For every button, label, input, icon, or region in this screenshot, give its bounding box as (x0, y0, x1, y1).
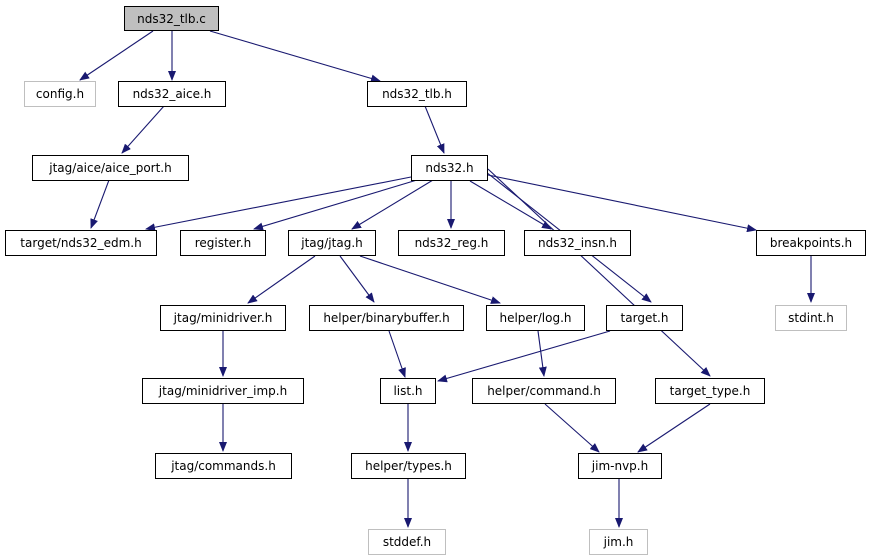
node-nds32-h[interactable]: nds32.h (411, 155, 488, 181)
edge-nds32-tlb-c-to-nds32-tlb-h (209, 30, 381, 83)
edge-jtag-h-to-minidriver-h (247, 255, 316, 304)
edge-binarybuffer-h-to-list-h (388, 330, 406, 378)
node-target-h[interactable]: target.h (606, 305, 683, 331)
node-stddef-h: stddef.h (368, 529, 446, 555)
node-jtag-commands-h[interactable]: jtag/commands.h (155, 453, 292, 479)
edge-nds32-h-to-nds32-insn-h (469, 180, 552, 230)
node-helper-types-h[interactable]: helper/types.h (351, 453, 466, 479)
edge-nds32-tlb-c-to-config-h (79, 30, 154, 81)
node-target-type-h[interactable]: target_type.h (655, 378, 765, 404)
node-config-h: config.h (24, 81, 96, 107)
node-nds32-tlb-c: nds32_tlb.c (124, 6, 219, 31)
node-nds32-tlb-h[interactable]: nds32_tlb.h (367, 81, 467, 107)
edge-nds32-h-to-target-type-h (487, 168, 711, 377)
edge-nds32-h-to-register-h (253, 179, 418, 231)
node-stdint-h: stdint.h (775, 305, 847, 331)
node-target-nds32-edm-h[interactable]: target/nds32_edm.h (5, 230, 157, 256)
edge-aice-port-h-to-nds32-edm-h (90, 179, 110, 229)
edge-log-h-to-command-h (537, 330, 547, 377)
edge-command-h-to-jim-nvp-h (544, 403, 600, 453)
edge-nds32-aice-h-to-aice-port-h (121, 105, 165, 154)
node-list-h[interactable]: list.h (380, 378, 436, 404)
node-nds32-insn-h[interactable]: nds32_insn.h (524, 230, 631, 256)
node-jtag-minidriver-imp-h[interactable]: jtag/minidriver_imp.h (142, 378, 304, 404)
node-nds32-reg-h[interactable]: nds32_reg.h (398, 230, 505, 256)
node-jtag-minidriver-h[interactable]: jtag/minidriver.h (160, 305, 286, 331)
node-jim-nvp-h[interactable]: jim-nvp.h (578, 453, 662, 479)
edge-nds32-h-to-breakpoints-h (487, 174, 757, 233)
node-jtag-jtag-h[interactable]: jtag/jtag.h (288, 230, 376, 256)
node-helper-log-h[interactable]: helper/log.h (486, 305, 585, 331)
edge-nds32-h-to-jtag-h (351, 179, 434, 230)
node-jim-h: jim.h (589, 529, 648, 555)
edge-jtag-h-to-log-h (359, 255, 501, 304)
node-jtag-aice-port-h[interactable]: jtag/aice/aice_port.h (32, 155, 189, 181)
edge-target-h-to-list-h (437, 330, 611, 383)
node-nds32-aice-h[interactable]: nds32_aice.h (118, 81, 226, 107)
node-breakpoints-h[interactable]: breakpoints.h (756, 230, 866, 256)
node-helper-binarybuffer-h[interactable]: helper/binarybuffer.h (309, 305, 464, 331)
node-helper-command-h[interactable]: helper/command.h (472, 378, 616, 404)
node-register-h[interactable]: register.h (180, 230, 266, 256)
edge-nds32-tlb-h-to-nds32-h (424, 105, 445, 154)
edge-target-type-h-to-jim-nvp-h (637, 403, 711, 453)
edge-jtag-h-to-binarybuffer-h (339, 255, 375, 303)
edge-nds32-h-to-nds32-edm-h (145, 176, 412, 232)
